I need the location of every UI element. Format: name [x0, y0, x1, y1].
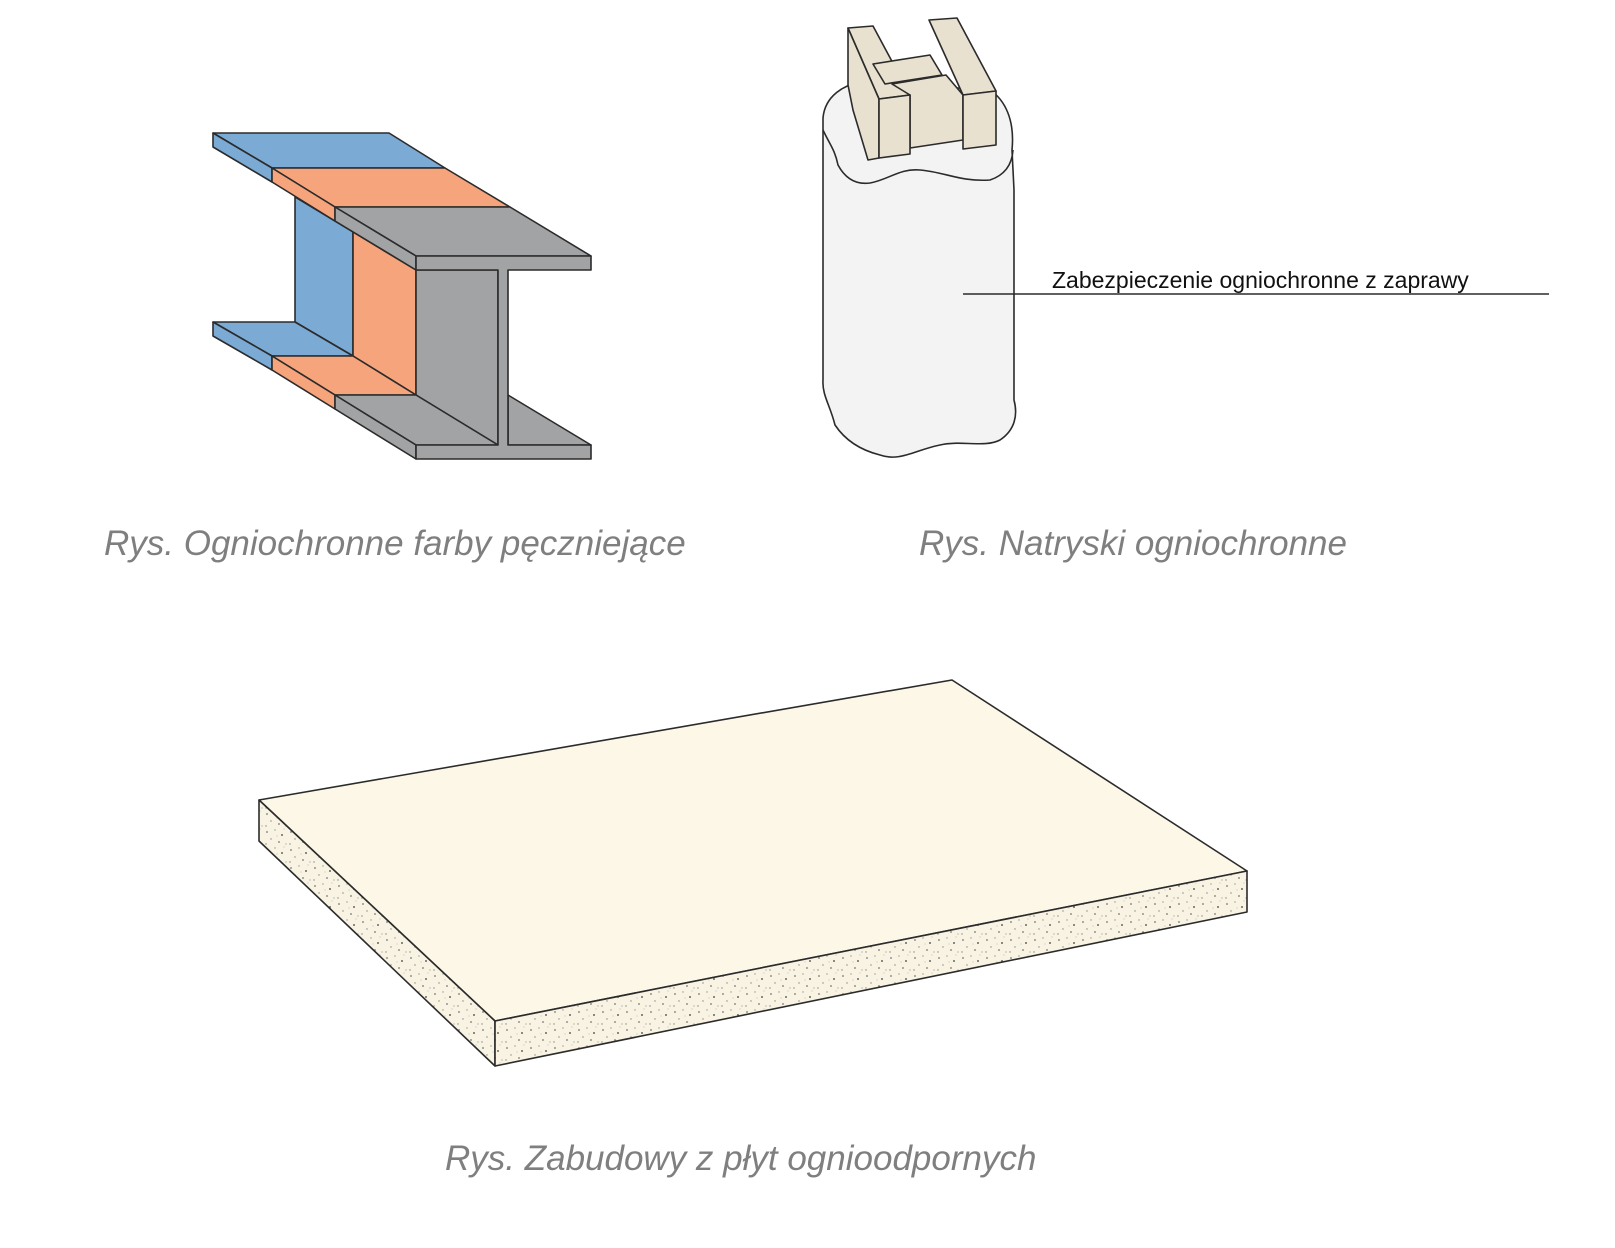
caption-boards: Rys. Zabudowy z płyt ognioodpornych [445, 1139, 1036, 1178]
caption-intumescent-paint: Rys. Ogniochronne farby pęczniejące [104, 524, 686, 563]
h-right-flange-front [962, 90, 997, 150]
board-front-edge [494, 870, 1248, 1067]
caption-spray: Rys. Natryski ogniochronne [919, 524, 1347, 563]
coating-top-edge [822, 129, 1014, 185]
fire-board-figure [258, 679, 1248, 1067]
h-left-flange-front [878, 94, 911, 159]
gray-bottom-flange-right [507, 394, 592, 446]
coating-label: Zabezpieczenie ogniochronne z zaprawy [1052, 267, 1469, 293]
sprayed-column-figure [822, 17, 1549, 458]
i-section-front [415, 255, 592, 460]
i-beam-figure [212, 132, 592, 460]
